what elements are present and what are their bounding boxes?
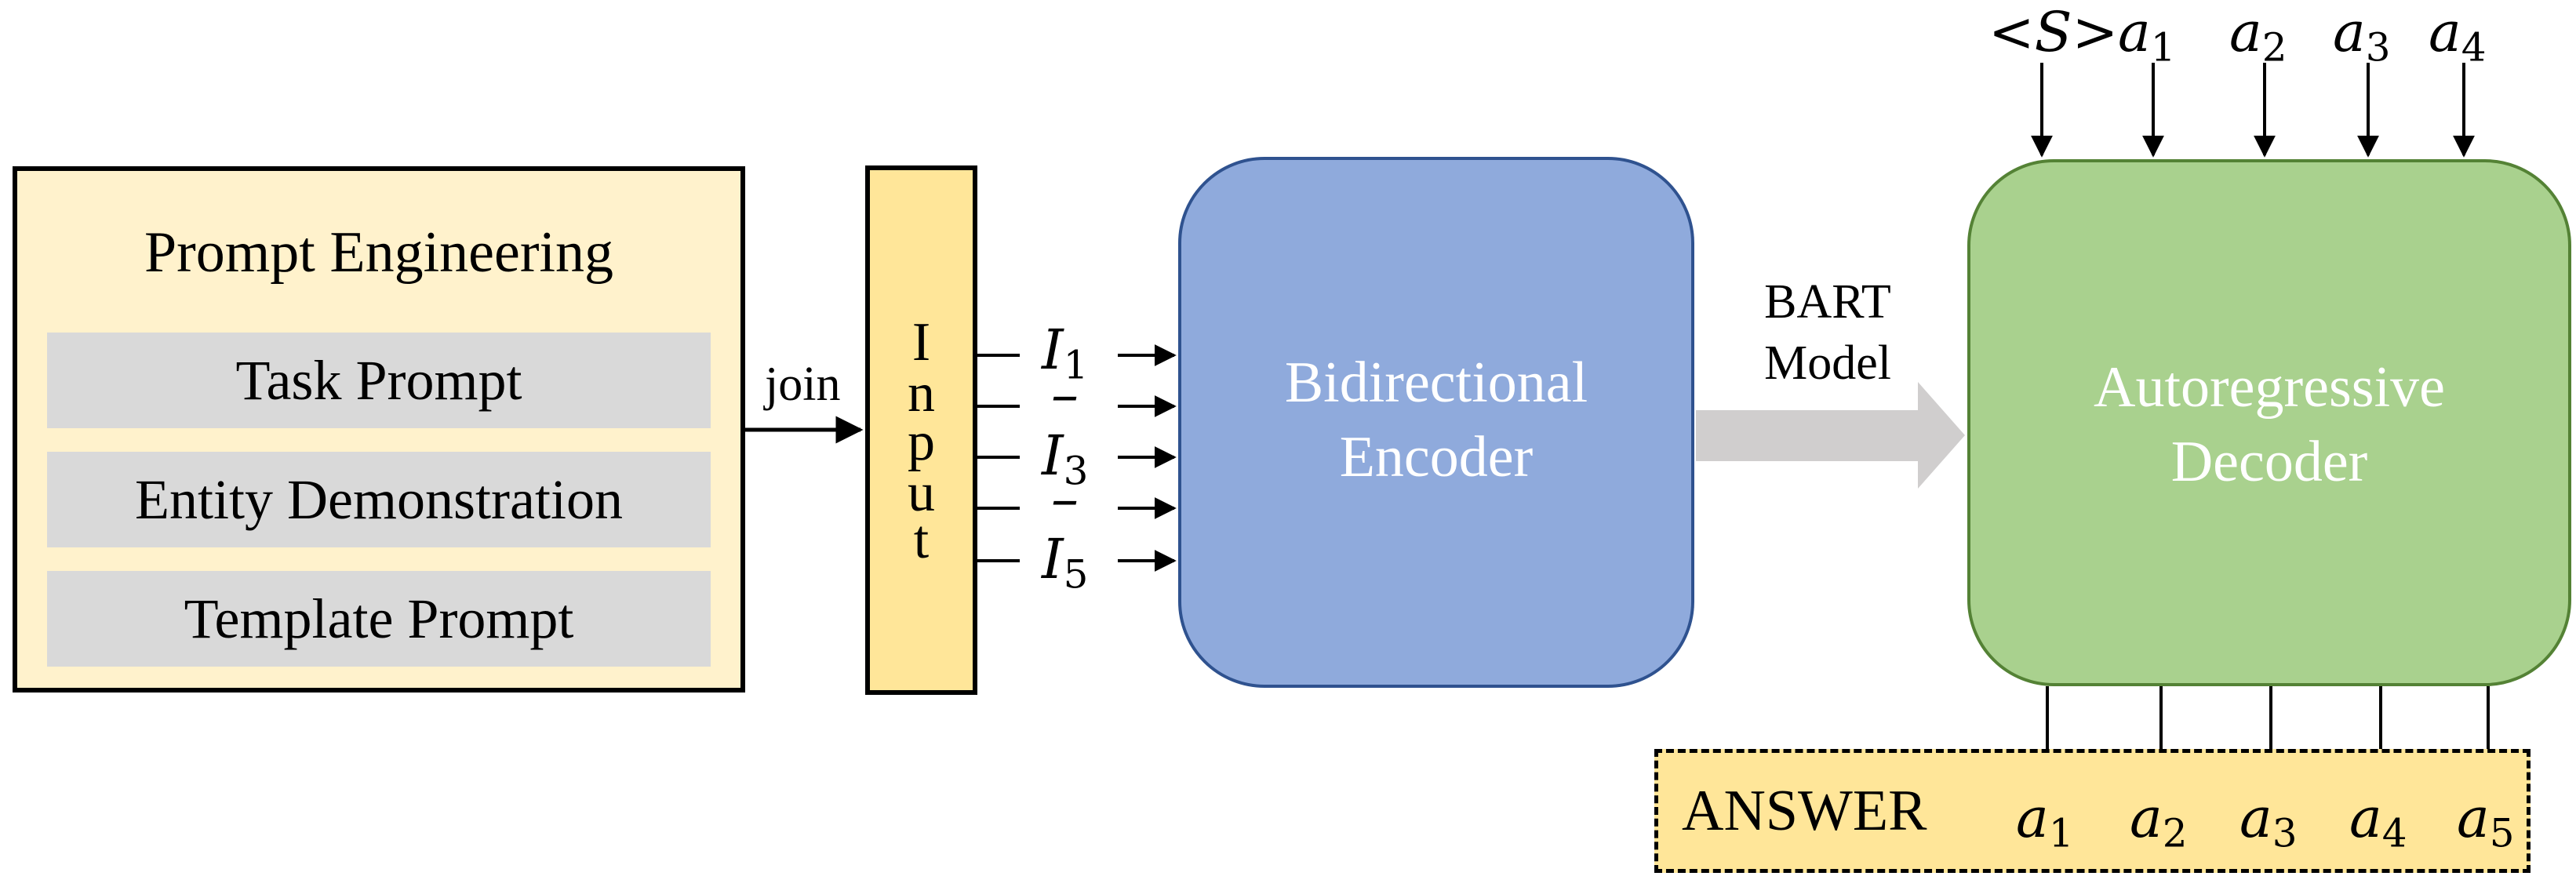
input-letter: t: [913, 510, 930, 570]
answer-token: a3: [2239, 786, 2298, 856]
input-token: I3: [1042, 424, 1089, 494]
encoder-input-arrows: [1118, 344, 1177, 572]
prompt-engineering-box: Prompt Engineering Task Prompt Entity De…: [13, 166, 745, 693]
task-prompt-item: Task Prompt: [47, 333, 711, 428]
input-letter: I: [911, 312, 931, 373]
answer-token: a1: [2016, 786, 2074, 856]
input-letter: n: [908, 363, 935, 424]
decoder-input-token: a3: [2333, 0, 2391, 71]
input-token-placeholder: –: [1051, 362, 1079, 427]
prompt-engineering-title: Prompt Engineering: [144, 220, 614, 285]
input-letter: u: [908, 463, 935, 523]
decoder-label-line2: Decoder: [2170, 430, 2368, 494]
autoregressive-decoder-box: Autoregressive Decoder: [1967, 159, 2571, 686]
answer-token: a5: [2457, 786, 2515, 856]
bart-label-line1: BART: [1764, 275, 1891, 329]
answer-label: ANSWER: [1682, 778, 1927, 843]
bidirectional-encoder-box: Bidirectional Encoder: [1178, 157, 1694, 688]
encoder-label-line1: Bidirectional: [1284, 351, 1588, 415]
input-stubs: [977, 354, 1020, 562]
encoder-label-line2: Encoder: [1339, 425, 1534, 489]
answer-token: a4: [2349, 786, 2407, 856]
bart-label-line2: Model: [1764, 336, 1891, 390]
input-token: I5: [1042, 527, 1089, 598]
decoder-label-line1: Autoregressive: [2094, 355, 2445, 420]
input-token: I1: [1042, 318, 1089, 388]
decoder-input-arrows: [2031, 63, 2475, 158]
bart-arrow: [1696, 382, 1965, 489]
decoder-input-token: <S>: [1988, 0, 2119, 64]
answer-token: a2: [2130, 786, 2188, 856]
input-letter: p: [908, 412, 935, 472]
input-box: I n p u t: [865, 165, 977, 695]
input-token-placeholder: –: [1051, 467, 1079, 531]
decoder-input-token: a1: [2118, 0, 2176, 71]
entity-demonstration-item: Entity Demonstration: [47, 452, 711, 547]
answer-box: ANSWER a1 a2 a3 a4 a5: [1654, 749, 2531, 873]
decoder-input-token: a4: [2429, 0, 2487, 71]
join-label: join: [765, 358, 841, 411]
template-prompt-item: Template Prompt: [47, 571, 711, 667]
decoder-input-token: a2: [2229, 0, 2287, 71]
